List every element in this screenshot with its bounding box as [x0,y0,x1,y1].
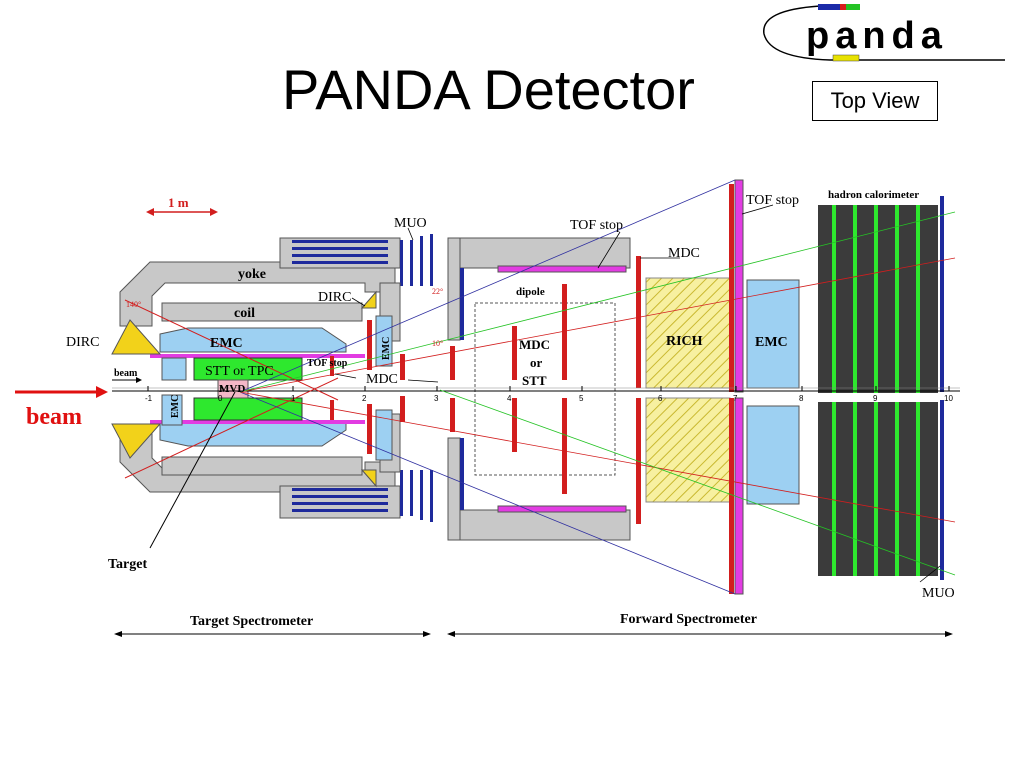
acceptance-line-green-lower [439,389,956,576]
hadron-calorimeter-label: hadron calorimeter [828,189,919,201]
acceptance-line-140-upper [124,299,339,401]
mvd-label: MVD [219,383,245,395]
top-view-label: Top View [812,81,938,121]
emc-barrel-upper [159,327,347,353]
coil-upper [161,302,363,322]
tof-stop-right-label: TOF stop [746,193,799,208]
dipole-tof-lower [497,505,627,513]
angle-22-label: 22° [432,287,443,296]
emc-backward-upper [161,357,187,381]
dirc-forward-upper [360,290,377,309]
stt-tpc-label: STT or TPC [205,364,274,379]
tick-label: 1 [291,394,296,403]
muo-forward-upper [940,196,944,392]
tick-label: 6 [658,394,663,403]
forward-spectrometer-label: Forward Spectrometer [620,612,757,627]
emc-barrel-lower [159,421,347,447]
emc-endcap-lower [375,409,393,461]
target-label: Target [108,557,147,572]
dipole-yoke-lower [447,437,461,541]
dipole-frame-lower [459,509,631,541]
mdc-dipole-slabs [450,256,641,524]
target-pointer [149,391,236,549]
tick-label: 8 [799,394,804,403]
mdc-stt-label-3: STT [522,373,547,388]
mdc-forward-lower [729,398,734,594]
muo-top-label: MUO [394,216,427,231]
acceptance-line-22-upper [239,179,736,393]
coil-label: coil [234,306,255,321]
dirc-forward-lower [360,469,377,488]
muo-target-lower [292,470,433,522]
acceptance-line-22-lower [239,391,736,595]
tick-label: 7 [733,394,738,403]
mdc-mid-label: MDC [366,372,398,387]
axis-ticks [147,386,950,391]
emc-vertical-label: EMC [381,337,392,360]
tick-label: 4 [507,394,512,403]
dipole-muo-upper [460,268,464,340]
muo-forward-lower [940,400,944,580]
dipole-gap [474,302,616,476]
rich-upper [645,277,731,389]
stt-lower [193,397,303,421]
acceptance-line-140-lower [124,377,339,479]
angle-10-label: 10° [432,339,443,348]
dirc-inner-label: DIRC [318,290,351,305]
scale-label: 1 m [168,195,189,210]
dirc-left-lower [111,423,162,459]
tick-label: 2 [362,394,367,403]
beam-small-label: beam [114,368,138,379]
hadron-calorimeter [818,205,938,576]
tick-label: 0 [218,394,223,403]
tof-barrel-upper [150,354,365,358]
tick-label: -1 [145,394,153,403]
emc-forward-upper [746,279,800,389]
tof-barrel-lower [150,420,365,424]
angle-140-label: 140° [126,300,141,309]
emc-small-label: EMC [170,395,181,418]
emc-target-label: EMC [210,336,243,351]
emc-forward-lower [746,405,800,505]
dipole-tof-upper [497,265,627,273]
dipole-label: dipole [516,286,545,298]
tick-label: 5 [579,394,584,403]
tof-stop-small-label: TOF stop [307,358,348,369]
mdc-target-slabs [330,320,405,454]
tick-label: 3 [434,394,439,403]
tof-forward-upper [734,179,744,393]
acceptance-line-10-upper [239,257,956,393]
dirc-left-upper [111,319,162,355]
acceptance-line-10-lower [239,391,956,523]
muo-bottom-label: MUO [922,586,955,601]
mdc-right-label: MDC [668,246,700,261]
emc-backward-lower [161,394,183,426]
mdc-forward-upper [729,184,734,392]
dipole-frame-upper [459,237,631,269]
tick-label: 10 [944,394,953,403]
mdc-stt-label-2: or [530,355,543,370]
dipole-yoke-upper [447,237,461,341]
mdc-stt-label-1: MDC [519,337,550,352]
dipole-muo-lower [460,438,464,510]
target-spectrometer-label: Target Spectrometer [190,614,313,629]
coil-lower [161,456,363,476]
muo-target-upper [292,234,433,286]
beam-big-label: beam [26,404,82,430]
tick-label: 9 [873,394,878,403]
yoke-label: yoke [238,267,266,282]
emc-forward-label: EMC [755,335,788,350]
page-title: PANDA Detector [282,58,695,121]
dirc-left-label: DIRC [66,335,99,350]
tof-stop-top-label: TOF stop [570,218,623,233]
rich-label: RICH [666,334,703,349]
acceptance-line-green-upper [239,211,956,393]
rich-lower [645,397,731,503]
